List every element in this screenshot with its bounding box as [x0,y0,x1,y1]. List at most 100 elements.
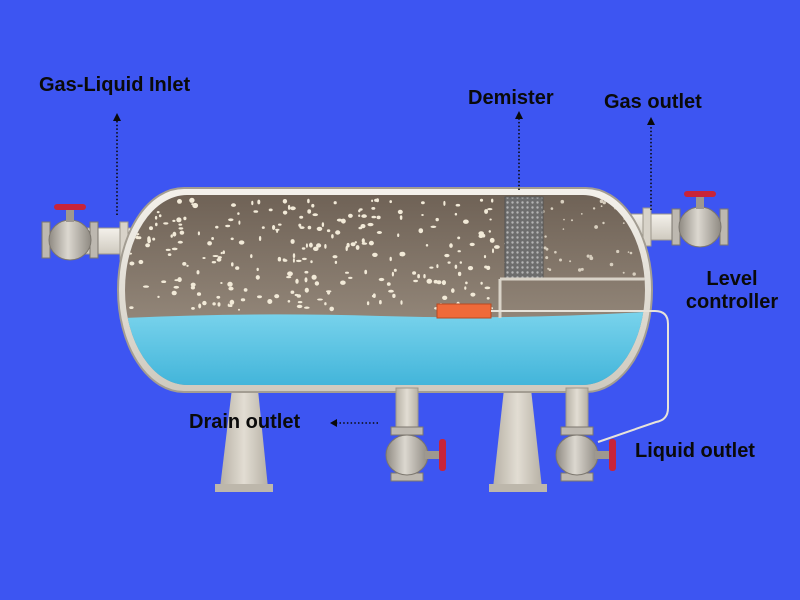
gas-droplet [220,251,223,255]
gas-droplet [592,207,596,210]
gas-droplet [307,198,310,204]
gas-droplet [622,222,625,225]
gas-droplet [345,245,348,252]
gas-droplet [278,223,282,226]
gas-droplet [268,208,273,212]
gas-droplet [227,281,233,287]
gas-droplet [222,250,225,254]
gas-droplet [161,280,167,284]
gas-droplet [243,288,248,292]
gas-droplet [173,285,180,289]
gas-droplet [336,218,343,222]
gas-droplet [629,251,633,255]
gas-droplet [545,247,549,251]
gas-droplet [459,261,462,264]
gas-droplet [215,225,219,229]
gas-droplet [177,277,182,283]
gas-droplet [413,279,418,283]
gas-droplet [202,300,207,306]
gas-droplet [442,295,448,300]
gas-droplet [240,298,246,302]
gas-droplet [371,199,374,203]
gas-droplet [331,234,334,239]
support-leg-right [489,380,547,492]
gas-droplet [220,282,223,284]
gas-droplet [190,282,196,287]
gas-droplet [267,299,273,304]
gas-droplet [421,201,425,205]
gas-droplet [156,211,160,214]
gas-droplet [317,298,323,301]
gas-droplet [324,302,327,306]
gas-droplet [182,262,187,266]
gas-droplet [129,261,135,266]
gas-droplet [163,222,169,225]
gas-droplet [172,219,176,222]
gas-droplet [235,266,240,270]
gas-droplet [364,269,368,275]
gas-droplet [145,243,151,248]
gas-droplet [157,295,160,298]
gas-droplet [212,302,216,306]
gas-droplet [436,280,442,285]
gas-droplet [465,281,468,285]
gas-droplet [229,299,235,305]
level-controller-line [491,310,669,443]
gas-droplet [444,253,450,258]
gas-droplet [441,280,446,286]
gas-droplet [274,294,280,299]
gas-droplet [304,306,310,309]
gas-droplet [589,254,592,257]
gas-droplet [372,252,378,257]
gas-droplet [600,205,603,208]
gas-droplet [467,266,474,271]
gas-droplet [389,256,392,262]
gas-droplet [238,240,245,245]
gas-droplet [261,226,265,229]
gas-droplet [425,244,429,247]
gas-droplet [167,253,172,256]
gas-droplet [170,234,173,238]
gas-droplet [282,210,288,215]
gas-droplet [400,300,403,305]
gas-droplet [361,214,367,218]
gas-droplet [559,258,562,262]
gas-droplet [464,286,467,290]
gas-droplet [258,236,262,241]
gas-droplet [251,200,254,206]
gas-droplet [367,222,374,227]
gas-droplet [447,261,451,264]
gas-droplet [392,293,396,298]
gas-droplet [399,251,406,257]
gas-droplet [371,294,375,298]
gas-droplet [397,233,400,237]
gas-droplet [457,271,462,277]
gas-droplet [371,215,377,219]
gas-droplet [484,286,491,290]
gas-droplet [571,219,573,222]
gas-droplet [348,276,353,279]
gas-droplet [231,262,234,267]
support-leg-left [215,380,273,492]
gas-droplet [483,255,487,259]
label-demister: Demister [468,87,554,109]
gas-droplet [423,274,426,279]
gas-droplet [548,268,552,272]
gas-droplet [178,227,184,230]
gas-droplet [257,199,261,205]
gas-droplet [316,226,323,231]
gas-droplet [217,302,221,307]
gas-droplet [354,241,357,244]
gas-droplet [376,231,382,234]
gas-droplet [250,254,253,259]
gas-droplet [494,245,500,249]
gas-droplet [292,253,296,259]
gas-droplet [545,256,549,260]
gas-outlet-valve [671,191,729,248]
gas-droplet [295,278,299,284]
gas-droplet [253,210,259,213]
gas-droplet [627,251,630,253]
gas-droplet [299,215,304,219]
gas-droplet [228,304,233,308]
